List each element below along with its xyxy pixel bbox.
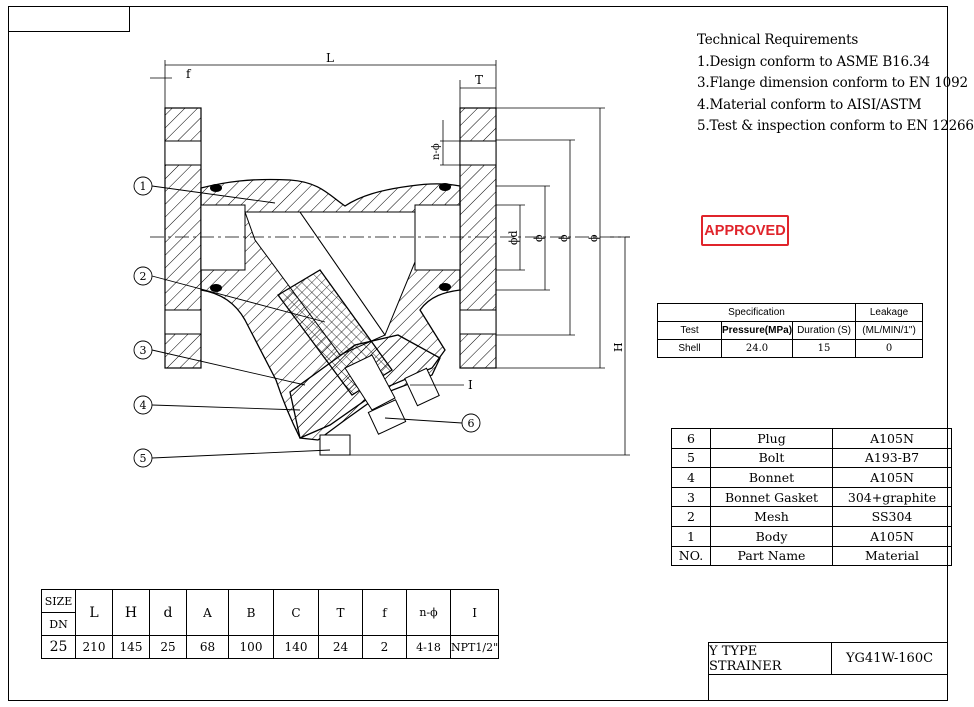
model-number: YG41W-160C xyxy=(845,651,934,666)
right-flange xyxy=(459,107,497,369)
tech-item: 4.Material conform to AISI/ASTM xyxy=(697,96,922,113)
callout-5: 5 xyxy=(140,452,147,465)
dim-label-f: f xyxy=(186,67,192,81)
product-name: Y TYPE STRAINER xyxy=(709,643,832,674)
parts-row: 6 Plug A105N xyxy=(671,428,952,449)
dim-value: 140 xyxy=(273,635,319,659)
callout-2: 2 xyxy=(140,270,147,283)
corner-box xyxy=(8,6,130,32)
parts-table: 6 Plug A105N 5 Bolt A193-B7 4 Bonnet A10… xyxy=(671,428,952,567)
tech-item: 5.Test & inspection conform to EN 12266 xyxy=(697,118,974,134)
bolts xyxy=(319,367,440,456)
tech-item: 3.Flange dimension conform to EN 1092 xyxy=(697,75,968,91)
dim-value: 68 xyxy=(186,635,229,659)
part-material: A105N xyxy=(832,467,952,488)
part-name: Body xyxy=(710,525,833,547)
parts-row: 4 Bonnet A105N xyxy=(671,467,952,488)
dim-label-phi-c: ϕ xyxy=(587,234,600,242)
callout-3: 3 xyxy=(140,344,147,357)
parts-header-material: Material xyxy=(832,545,952,567)
dimension-lines xyxy=(150,60,630,456)
dimension-table: SIZE L H d A B C T f n-ϕ I DN 25 210 145… xyxy=(41,589,500,659)
callouts xyxy=(133,176,481,468)
parts-row: 3 Bonnet Gasket 304+graphite xyxy=(671,486,952,508)
dim-value: NPT1/2" xyxy=(449,635,500,659)
parts-row: 2 Mesh SS304 xyxy=(671,506,952,527)
dim-value: 24 xyxy=(318,635,363,659)
callout-6: 6 xyxy=(468,417,475,430)
dim-value: 2 xyxy=(362,635,407,659)
dn-value: 25 xyxy=(41,635,76,659)
bonnet xyxy=(289,334,441,441)
tech-item: 1.Design conform to ASME B16.34 xyxy=(697,53,930,70)
dim-header: I xyxy=(449,589,500,636)
dim-value: 210 xyxy=(75,635,113,659)
parts-header-name: Part Name xyxy=(710,545,833,567)
dim-label-I: I xyxy=(468,378,473,392)
specification-table: Specification Leakage Test Pressure(MPa)… xyxy=(656,303,924,358)
dim-value: 145 xyxy=(112,635,150,659)
part-material: A105N xyxy=(832,525,952,547)
tech-heading: Technical Requirements xyxy=(697,32,859,48)
dim-value: 25 xyxy=(149,635,187,659)
welds xyxy=(210,183,451,292)
size-label: SIZE xyxy=(41,589,76,613)
drawing-frame xyxy=(8,6,948,701)
spec-cell: 24.0 xyxy=(720,339,794,358)
title-block: Y TYPE STRAINER YG41W-160C xyxy=(708,642,948,701)
parts-header-row: NO. Part Name Material xyxy=(671,545,952,567)
dim-label-nphi: n-ϕ xyxy=(431,143,442,160)
callout-1: 1 xyxy=(140,180,147,193)
dim-label-phi-a: ϕ xyxy=(532,234,545,242)
parts-row: 1 Body A105N xyxy=(671,525,952,547)
spec-cell: 15 xyxy=(792,339,857,358)
title-row: Y TYPE STRAINER YG41W-160C xyxy=(709,643,948,675)
callout-4: 4 xyxy=(140,399,147,412)
dim-label-T: T xyxy=(475,73,483,87)
dim-label-L: L xyxy=(326,51,334,65)
dim-label-phi-b: ϕ xyxy=(557,234,570,242)
approved-stamp: APPROVED xyxy=(701,215,789,246)
spec-cell: 0 xyxy=(855,339,924,358)
left-flange xyxy=(164,107,202,369)
part-name: Bonnet xyxy=(710,467,833,488)
dim-label-phi-d: ϕd xyxy=(507,230,520,245)
dim-label-H: H xyxy=(612,342,625,352)
technical-requirements: Technical Requirements 1.Design conform … xyxy=(697,30,974,138)
dn-label: DN xyxy=(41,612,76,636)
